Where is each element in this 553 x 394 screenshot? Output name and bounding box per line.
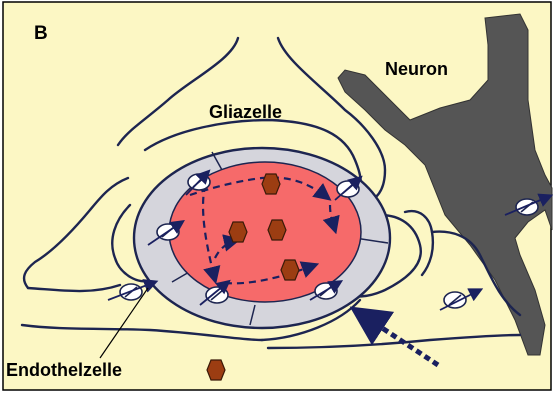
hexagon-icon bbox=[281, 260, 299, 280]
transporter-4 bbox=[206, 287, 228, 303]
glia-label: Gliazelle bbox=[209, 103, 282, 121]
hexagon-icon bbox=[229, 222, 247, 242]
transporter-8 bbox=[516, 199, 538, 215]
endothelial-label: Endothelzelle bbox=[6, 361, 122, 379]
hexagon-icon bbox=[262, 174, 280, 194]
panel-letter: B bbox=[34, 24, 48, 43]
neuron-label: Neuron bbox=[385, 60, 448, 78]
hexagon-icon bbox=[268, 220, 286, 240]
hexagon-icon bbox=[207, 360, 225, 380]
